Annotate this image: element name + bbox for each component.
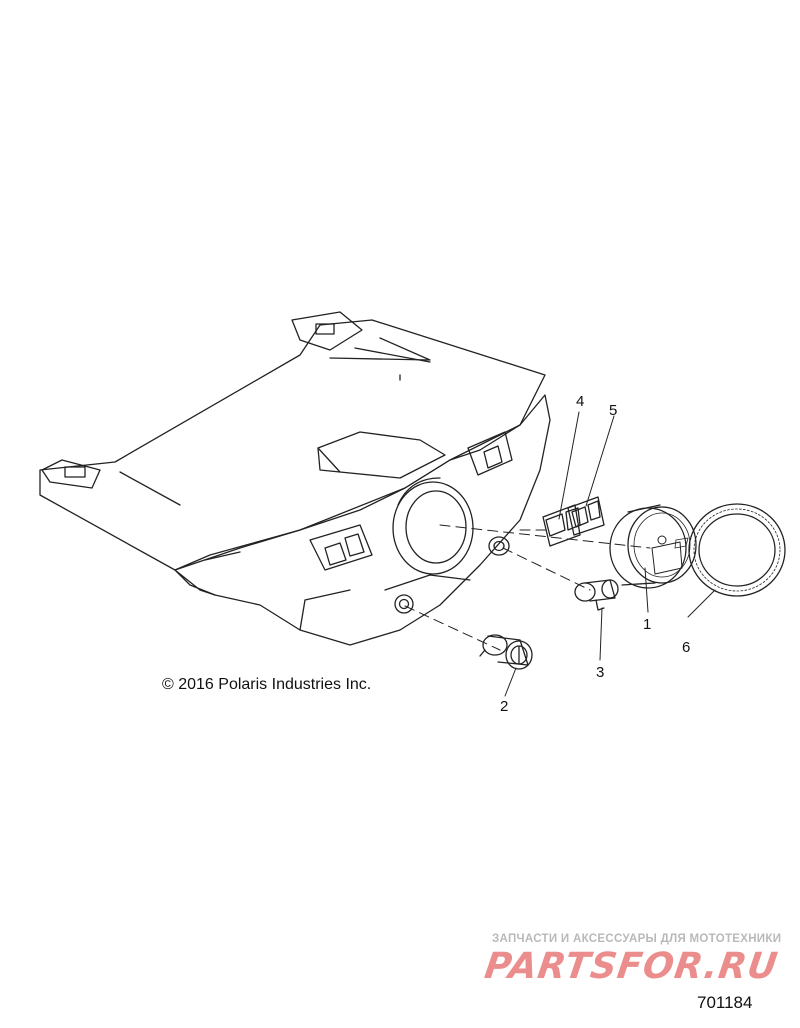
callout-2: 2: [500, 698, 509, 715]
watermark-tagline: ЗАПЧАСТИ И АКСЕССУАРЫ ДЛЯ МОТОТЕХНИКИ: [492, 933, 782, 945]
part-6-trim-ring: [688, 503, 786, 597]
part-4-5-rocker-switches: [542, 496, 605, 547]
dash-panel: [39, 311, 551, 646]
figure-number: 701184: [697, 993, 753, 1012]
watermark-logo: PARTSFOR.RU: [482, 946, 781, 987]
part-2-ignition-switch: [479, 634, 533, 670]
part-1-gauge-cluster: [609, 504, 697, 589]
callout-4: 4: [576, 393, 585, 410]
assembly-leader-lines: [404, 524, 651, 651]
callout-6: 6: [682, 639, 691, 656]
part-3-power-socket: [574, 579, 619, 611]
callout-3: 3: [596, 664, 605, 681]
copyright-notice: © 2016 Polaris Industries Inc.: [162, 676, 372, 693]
callout-1: 1: [643, 616, 652, 633]
callout-leaders: [504, 411, 716, 697]
callout-5: 5: [609, 402, 618, 419]
